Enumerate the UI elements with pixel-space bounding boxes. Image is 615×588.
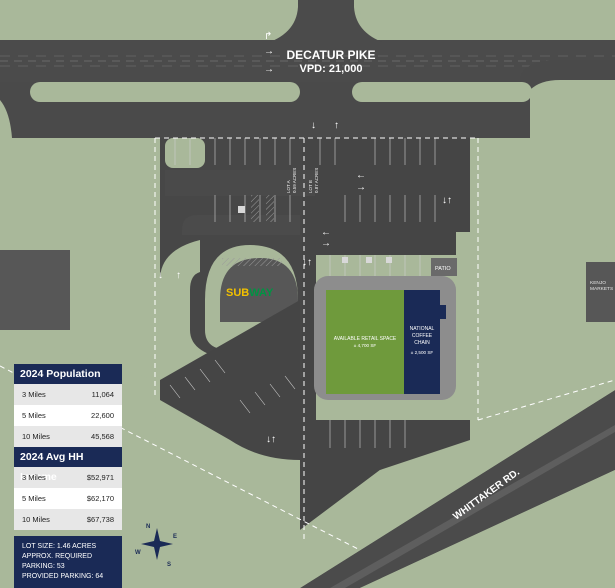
subway-logo-sub: SUB [226,287,249,299]
coffee-size: ± 2,500 SF [411,350,434,355]
population-row-label: 10 Miles [22,432,50,441]
svg-text:↓: ↓ [158,270,163,281]
available-retail-space [326,290,404,394]
compass-rose: N S E W [135,524,177,568]
decatur-pike-label: DECATUR PIKE [286,48,375,62]
population-row-value: 11,064 [91,390,114,399]
coffee-chain-space [404,290,440,394]
required-parking-line-1: APPROX. REQUIRED [22,553,93,560]
income-row: 5 Miles $62,170 [14,488,122,509]
road-median-left [30,82,300,102]
income-row-value: $52,971 [86,473,114,482]
svg-text:↱: ↱ [264,31,272,42]
compass-w: W [135,550,141,556]
required-parking-line-2: PARKING: 53 [22,563,65,570]
svg-text:→: → [264,64,274,75]
income-row-value: $67,738 [86,515,114,524]
demographics-panel: 2024 Population 3 Miles 11,064 5 Miles 2… [14,364,122,588]
neighbor-label-2: MARKETS [590,286,613,292]
neighbor-label-1: KENJO [590,280,606,286]
accessible-parking-icons [238,206,392,263]
svg-text:←: ← [356,170,366,181]
income-row-label: 5 Miles [22,494,46,503]
drive-thru-island [160,240,300,380]
population-row: 10 Miles 45,568 [14,426,122,447]
loading-zone-2 [266,195,274,222]
traffic-arrows: ↱ → → ↓ ↑ ← → ↓↑ ← → ↓↑ ↓ ↑ ↓↑ [158,31,452,445]
svg-text:→: → [356,182,366,193]
neighbor-building-right [586,262,615,322]
vpd-label: VPD: 21,000 [300,63,363,75]
available-space-label: AVAILABLE RETAIL SPACE [334,336,397,342]
population-row-value: 22,600 [91,411,114,420]
svg-text:→: → [264,46,274,57]
income-row-label: 3 Miles [22,473,46,482]
svg-text:↑: ↑ [176,270,181,281]
svg-text:↑: ↑ [334,120,339,131]
svg-text:↓↑: ↓↑ [302,257,312,268]
compass-e: E [173,534,177,540]
parking-stalls [169,138,436,448]
road-median-right [352,82,532,102]
subway-logo-way: WAY [249,287,274,299]
loading-zone-1 [251,195,259,222]
coffee-label-3: CHAIN [414,340,430,346]
lot-b-label-1: LOT B [308,180,313,193]
lot-a-label-1: LOT A [286,180,291,193]
svg-text:↓↑: ↓↑ [266,434,276,445]
subway-building [220,258,298,322]
income-row-label: 10 Miles [22,515,50,524]
income-row: 3 Miles $52,971 [14,467,122,488]
subway-logo: SUBWAY [226,287,274,299]
neighbor-building-left [0,250,70,330]
income-heading: 2024 Avg HH Income [14,447,122,483]
svg-text:↓↑: ↓↑ [442,195,452,206]
population-heading: 2024 Population [14,364,122,384]
population-row-label: 5 Miles [22,411,46,420]
patio-label: PATIO [435,266,451,272]
lot-a-label-2: 0.59 ACRES [292,168,297,193]
compass-s: S [167,562,171,568]
coffee-label-2: COFFEE [412,333,433,339]
compass-n: N [146,524,150,530]
population-row: 3 Miles 11,064 [14,384,122,405]
lot-size-line: LOT SIZE: 1.46 ACRES [22,543,97,550]
svg-text:→: → [321,238,331,249]
patio-area [431,258,457,276]
population-row-value: 45,568 [91,432,114,441]
lot-info-box: LOT SIZE: 1.46 ACRES APPROX. REQUIRED PA… [14,536,122,588]
lot-b-label-2: 0.87 ACRES [314,168,319,193]
population-row-label: 3 Miles [22,390,46,399]
svg-text:←: ← [321,227,331,238]
compass-icon [141,528,173,560]
right-grass [530,80,615,250]
income-row: 10 Miles $67,738 [14,509,122,530]
coffee-label-1: NATIONAL [410,326,435,332]
population-row: 5 Miles 22,600 [14,405,122,426]
provided-parking-line: PROVIDED PARKING: 64 [22,573,104,580]
svg-text:↓: ↓ [311,120,316,131]
available-space-size: ± 4,700 SF [354,343,377,348]
income-row-value: $62,170 [86,494,114,503]
north-side-street [298,0,354,42]
